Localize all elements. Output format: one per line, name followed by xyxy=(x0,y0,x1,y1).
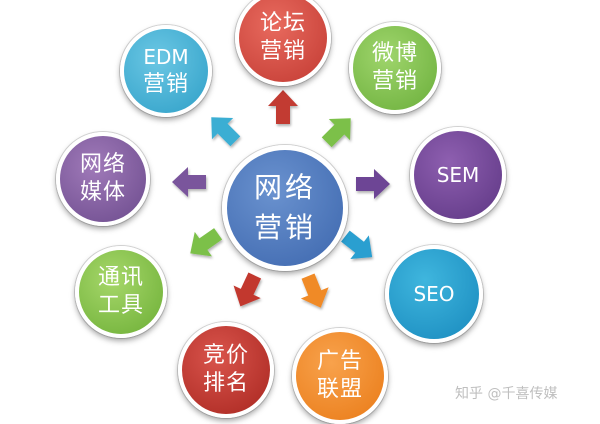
arrow-to-forum xyxy=(268,90,298,124)
node-seo-label: SEO xyxy=(413,282,455,306)
node-weibo-marketing: 微博 营销 xyxy=(349,22,441,114)
arrow-to-media xyxy=(172,167,206,197)
node-communication-tools: 通讯 工具 xyxy=(75,246,167,338)
node-edm-marketing: EDM 营销 xyxy=(120,25,212,117)
network-marketing-diagram: 论坛 营销 微博 营销 EDM 营销 网络 媒体 SEM 网络 营销 通讯 工具… xyxy=(56,0,558,424)
node-comm-line1: 通讯 xyxy=(97,265,144,290)
node-forum-line1: 论坛 xyxy=(259,11,306,36)
arrow-to-seo xyxy=(341,230,373,260)
arrow-to-ad xyxy=(300,273,329,308)
node-network-media: 网络 媒体 xyxy=(56,132,150,226)
node-comm-line2: 工具 xyxy=(97,293,144,318)
node-edm-line2: 营销 xyxy=(142,72,189,97)
node-sem-label: SEM xyxy=(436,163,480,187)
node-ad-alliance: 广告 联盟 xyxy=(292,328,388,424)
arrow-to-comm xyxy=(190,228,223,257)
arrow-to-edm xyxy=(211,117,241,147)
node-weibo-line2: 营销 xyxy=(371,69,418,94)
node-sem: SEM xyxy=(410,127,506,223)
node-ad-line2: 联盟 xyxy=(316,377,363,402)
node-bid-line2: 排名 xyxy=(202,371,249,396)
node-forum-marketing: 论坛 营销 xyxy=(235,0,331,86)
arrow-to-sem xyxy=(356,169,390,199)
arrow-to-weibo xyxy=(321,118,351,148)
node-media-line2: 媒体 xyxy=(79,180,126,205)
arrow-to-bid xyxy=(233,272,262,307)
node-edm-line1: EDM xyxy=(143,45,189,69)
node-ad-line1: 广告 xyxy=(316,349,363,374)
node-media-line1: 网络 xyxy=(79,152,126,177)
node-forum-line2: 营销 xyxy=(259,39,306,64)
node-center-network-marketing: 网络 营销 xyxy=(222,145,348,271)
center-line1: 网络 xyxy=(253,171,316,204)
node-bid-line1: 竞价 xyxy=(202,343,249,368)
center-line2: 营销 xyxy=(253,211,316,244)
node-bidding-ranking: 竞价 排名 xyxy=(178,322,274,418)
arrows-layer xyxy=(172,90,390,308)
node-seo: SEO xyxy=(385,245,483,343)
node-weibo-line1: 微博 xyxy=(371,41,418,66)
watermark: 知乎 @千喜传媒 xyxy=(455,386,558,402)
